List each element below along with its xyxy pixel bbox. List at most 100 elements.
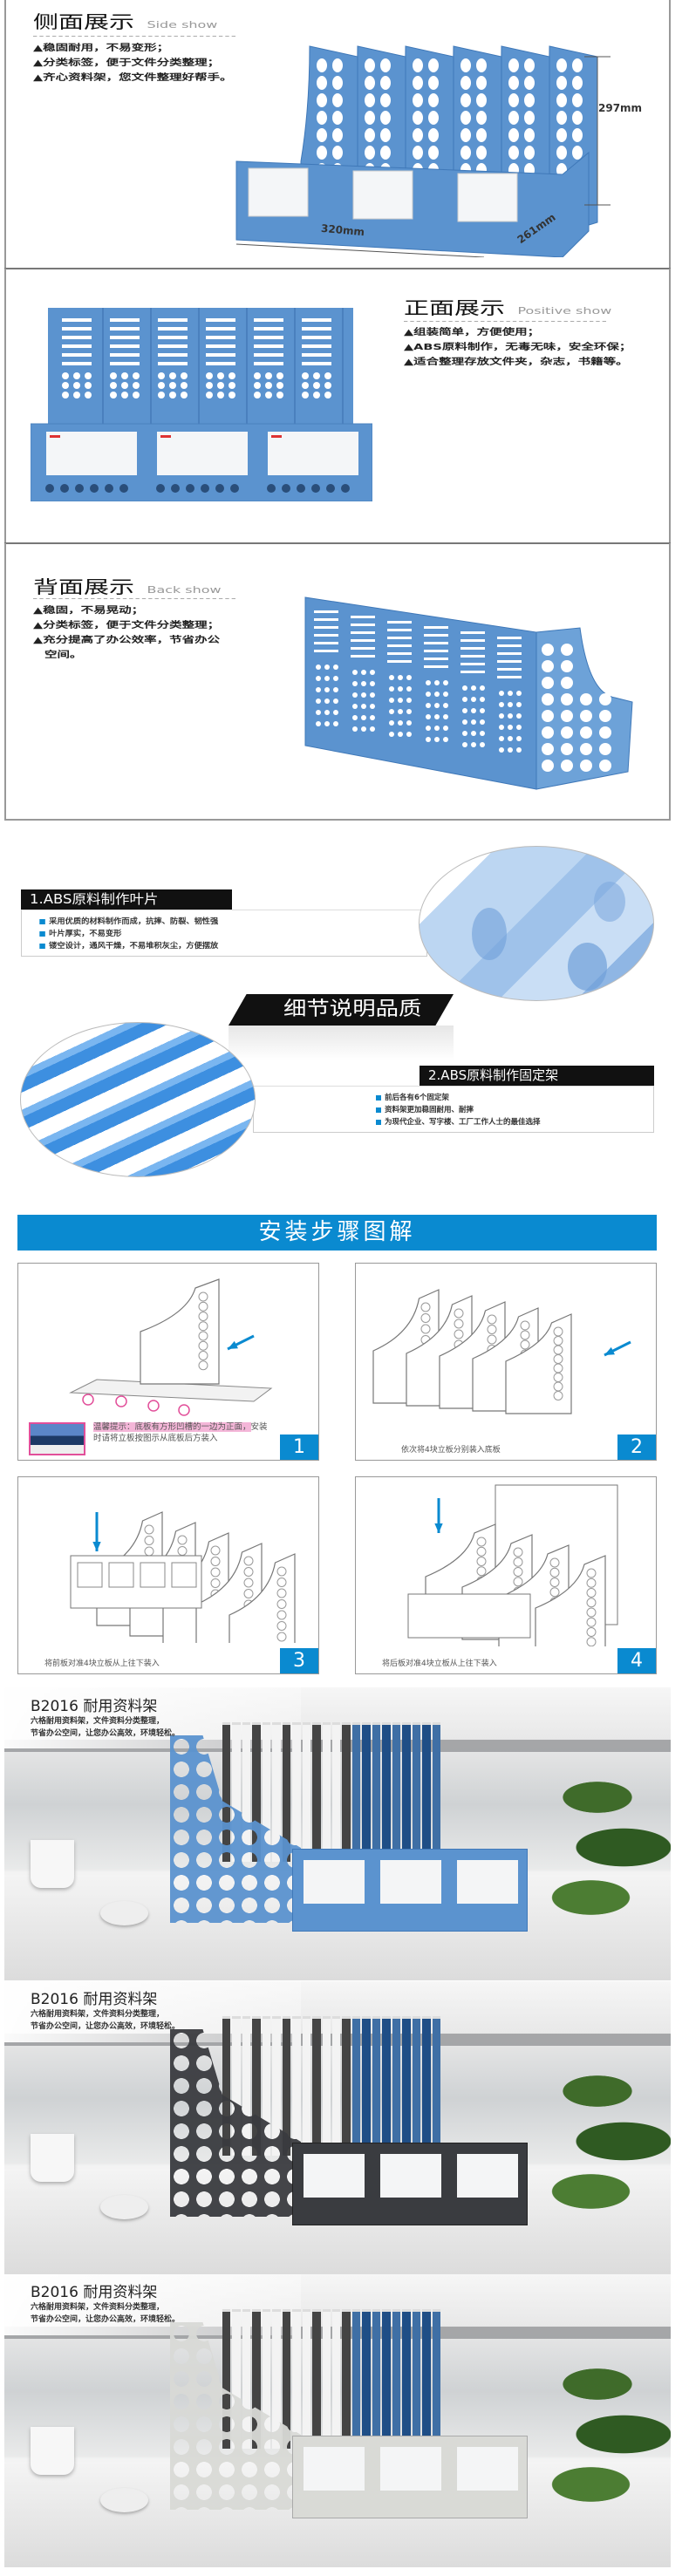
rack-hole [230,484,239,493]
height-dimension: 297mm [598,102,643,114]
rack-hole [217,372,224,379]
banner-shadow [229,1026,454,1060]
rack-hole [413,111,423,125]
back-bullets: ▲稳固，不易晃动； ▲分类标签，便于文件分类整理； ▲充分提高了办公效率，节省办… [33,603,220,663]
rack-slot [254,344,283,348]
rack-slot [62,327,92,331]
rack-hole [181,382,188,389]
mouse [100,2488,148,2512]
detail-text: 前后各有6个固定架 [385,1094,449,1102]
rack-hole [389,709,394,714]
rack-hole [297,484,305,493]
frame-closeup-image [20,1022,256,1177]
rack-hole [572,93,583,107]
rack-hole [45,484,54,493]
rack-hole [158,382,165,389]
rack-hole [324,687,330,692]
rack-hole [333,687,338,692]
rack-hole [480,708,485,713]
rack-hole [73,392,80,399]
rack-hole [361,681,366,686]
rack-hole [428,146,439,160]
tip-text: 安装时请将立板按图示从底板后方装入 [93,1422,268,1443]
plant [545,1757,671,1958]
rack-hole [389,686,394,692]
rack-hole [426,726,431,731]
rack-slot [62,344,92,348]
rack-slot [254,362,283,365]
rack-hole [480,731,485,736]
label-card [352,170,413,220]
rack-hole [352,715,358,720]
rack-back [48,308,353,430]
rack-hole [508,93,519,107]
rack-hole [524,58,535,72]
rack-hole [508,58,519,72]
rack-slot [302,362,331,365]
plant [545,2344,671,2545]
rack-hole [324,676,330,681]
rack-hole [380,146,391,160]
rack-slot [302,344,331,348]
dashed-divider [404,321,606,322]
rack-hole [317,93,327,107]
rack-hole [499,747,504,753]
rack-hole [428,111,439,125]
rack-hole [462,742,467,747]
rack-hole [556,128,567,142]
rack-slot [302,327,331,331]
mouse [100,2195,148,2219]
bullet: ▲稳固耐用，不易变形； [33,44,170,53]
bullet: 空间。 [44,651,83,660]
rack-hole [413,76,423,90]
rack-hole [413,128,423,142]
rack-hole [426,714,431,719]
rack-hole [398,698,403,703]
rack-slot [110,353,140,357]
detail-box-frame: 前后各有6个固定架 资料架更加稳固耐用、耐摔 为现代企业、写字楼、工厂工作人士的… [253,1086,654,1133]
rack-hole [365,146,375,160]
rack-hole [341,484,350,493]
rack-hole [499,713,504,719]
rack-hole [426,737,431,742]
label-card [248,167,309,217]
rack-hole [524,76,535,90]
rack-hole [508,702,513,707]
rack-hole [60,484,69,493]
detail-text: 采用优质的材料制作而成，抗摔、防裂、韧性强 [49,917,219,926]
rack-slot [254,327,283,331]
dashed-divider [33,598,235,599]
rack-hole [316,710,321,715]
install-step-3: 将前板对准4块立板从上往下装入 3 [17,1476,319,1674]
bullet-square-icon [39,930,45,937]
rack-hole [332,111,343,125]
coffee-cup [31,2134,74,2182]
install-step-1: 温馨提示：底板有方形凹槽的一边为正面，安装时请将立板按图示从底板后方装入 1 [17,1263,319,1461]
photo-caption: B2016 耐用资料架 六格耐用资料架，文件资料分类整理， 节省办公空间，让您办… [31,1991,180,2033]
rack-slot [62,362,92,365]
rack-hole [434,680,440,685]
rack-hole [265,382,272,389]
rack-hole [480,719,485,725]
rack-hole [361,692,366,698]
rack-slot [302,353,331,357]
rack-hole [370,681,375,686]
rack-hole [361,704,366,709]
rack-hole [119,484,128,493]
rack-hole [524,146,535,160]
rack-slot [158,327,188,331]
rack-hole [406,675,412,680]
rack-hole [380,93,391,107]
rack-hole [333,721,338,726]
rack-hole [229,392,235,399]
rack-hole [398,732,403,737]
bullet-square-icon [39,918,45,924]
mouse [100,1901,148,1925]
rack-slot [110,327,140,331]
rack-hole [316,687,321,692]
step1-tip: 温馨提示：底板有方形凹槽的一边为正面，安装时请将立板按图示从底板后方装入 [93,1421,268,1444]
step1-diagram [69,1278,273,1416]
rack-hole [398,675,403,680]
install-steps-header: 安装步骤图解 [17,1215,657,1251]
rack-hole [508,713,513,719]
